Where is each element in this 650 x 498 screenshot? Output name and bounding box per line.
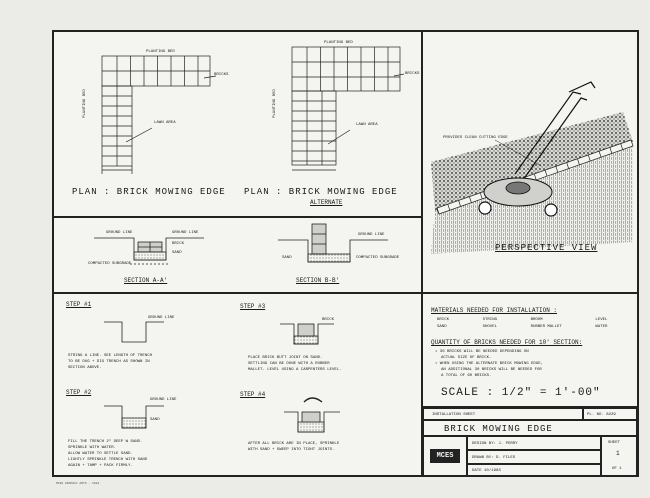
steps-drawings [104,321,340,433]
section-b-panel: GROUND LINE SAND COMPACTED SUBGRADE SECT… [238,218,422,292]
divider-sections-steps [54,292,637,294]
sheet-cell: SHEET 1 OF 1 [601,436,637,477]
compacted-subgrade-label: COMPACTED SUBGRADE [88,262,132,266]
sand-label: SAND [282,256,292,260]
section-b-drawing [278,223,388,263]
material-item: SAND [437,325,447,329]
plan-panel: PLANTING BED BRICKS LAWN AREA PLANTING B [54,32,238,216]
section-a-title: SECTION A-A' [124,277,168,284]
material-item: BRICK [437,318,450,322]
drawing-title: BRICK MOWING EDGE [444,424,553,434]
step-3-brick-label: BRICK [322,318,335,322]
materials-heading: MATERIALS NEEDED FOR INSTALLATION : [431,307,558,314]
plan-drawing [101,55,217,174]
compacted-subgrade-label: COMPACTED SUBGRADE [356,256,400,260]
step-1-label: STEP #1 [66,301,92,308]
step-1-ground-label: GROUND LINE [148,316,175,320]
material-item: WATER [595,325,608,329]
step-4-text: AFTER ALL BRICK ARE IN PLACE, SPRINKLE W… [248,442,340,452]
material-item: BROOM [530,318,543,322]
plan-alternate-subtitle: ALTERNATE [310,199,343,206]
section-a-panel: GROUND LINE GROUND LINE BRICK SAND COMPA… [54,218,238,292]
material-item: STRING [482,318,497,322]
materials-list: BRICK STRING BROOM LEVEL SAND SHOVEL RUB… [437,318,633,329]
step-2-sand-label: SAND [150,418,160,422]
section-b-title: SECTION B-B' [296,277,340,284]
plan-number-cell: PL. NO. 8229 [583,408,637,420]
steps-panel: STEP #1 GROUND LINE STRING A LINE. SE [54,294,422,475]
sheet-type-cell: INSTALLATION SHEET [423,408,583,420]
plan-alternate-panel: PLANTING BED BRICKS LAWN AREA PLANTING B [238,32,422,216]
plan-alternate-drawing [291,46,405,171]
bricks-label: BRICKS [214,73,229,77]
plan-title: PLAN : BRICK MOWING EDGE [72,187,226,197]
quantity-heading: QUANTITY OF BRICKS NEEDED FOR 10' SECTIO… [431,339,583,346]
divider-plans-sections [54,216,422,218]
vertical-divider [421,32,423,475]
material-item: SHOVEL [482,325,497,329]
design-by-cell: DESIGN BY: J. PERRY [467,436,601,450]
footer-credit: MCES GRAPHIC ARTS · 1983 [56,482,100,485]
planting-bed-label: PLANTING BED [146,50,175,54]
section-a-drawing [94,237,204,265]
quantity-text: • 30 BRICKS WILL BE NEEDED DEPENDING ON … [435,350,544,378]
drawing-border: PLANTING BED BRICKS LAWN AREA PLANTING B [52,30,639,477]
material-item: RUBBER MALLET [530,325,562,329]
logo-cell: MCES [423,436,467,477]
step-2-text: FILL THE TRENCH 2" DEEP W SAND. SPRINKLE… [68,440,148,468]
ground-line-label-left: GROUND LINE [106,231,133,235]
scale-label: SCALE : 1/2" = 1'-00" [441,387,601,399]
sand-label: SAND [172,251,182,255]
title-block: INSTALLATION SHEET PL. NO. 8229 BRICK MO… [423,406,637,477]
step-3-label: STEP #3 [240,303,266,310]
step-4-label: STEP #4 [240,391,266,398]
ground-line-label: GROUND LINE [358,233,385,237]
perspective-drawing [431,81,634,254]
material-item: LEVEL [595,318,608,322]
brick-label: BRICK [172,242,185,246]
bricks-label: BRICKS [405,72,420,76]
perspective-title: PERSPECTIVE VIEW [495,243,598,253]
lawn-area-label: LAWN AREA [154,121,176,125]
step-3-text: PLACE BRICK BUTT JOINT ON SAND. SETTLING… [248,356,342,372]
planting-bed-side-label: PLANTING BED [83,89,87,118]
mces-logo: MCES [430,449,460,463]
planting-bed-side-label: PLANTING BED [273,89,277,118]
perspective-panel: PROVIDES CLEAN CUTTING EDGE PERSPECTIVE … [423,32,637,292]
step-2-ground-label: GROUND LINE [150,398,177,402]
drawing-title-cell: BRICK MOWING EDGE [423,420,637,436]
perspective-note: PROVIDES CLEAN CUTTING EDGE [443,136,508,140]
step-2-label: STEP #2 [66,389,92,396]
step-1-text: STRING A LINE. SEE LENGTH OF TRENCH TO B… [68,354,153,370]
materials-panel: MATERIALS NEEDED FOR INSTALLATION : BRIC… [423,294,637,406]
date-cell: DATE 10/1983 [467,464,601,477]
plan-alternate-title: PLAN : BRICK MOWING EDGE [244,187,398,197]
ground-line-label-right: GROUND LINE [172,231,199,235]
drawn-by-cell: DRAWN BY: D. FILES [467,450,601,464]
planting-bed-label: PLANTING BED [324,41,353,45]
lawn-area-label: LAWN AREA [356,123,378,127]
